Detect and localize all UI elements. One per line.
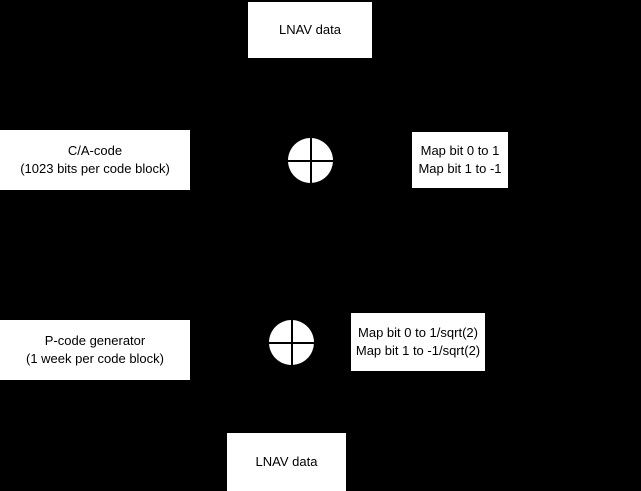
block-ca-code-line-1: C/A-code: [67, 143, 123, 159]
modulator-ca-crossed-circle-icon[interactable]: [288, 138, 333, 183]
block-lnav-data-top-line-1: LNAV data: [279, 22, 341, 38]
block-map-ca[interactable]: Map bit 0 to 1 Map bit 1 to -1: [412, 132, 508, 188]
block-ca-code-line-2: (1023 bits per code block): [20, 161, 170, 176]
block-map-p-line-1: Map bit 0 to 1/sqrt(2): [358, 325, 478, 341]
modulator-ca-vertical-bar: [309, 138, 312, 183]
modulator-p-vertical-bar: [290, 320, 293, 365]
modulator-p-crossed-circle-icon[interactable]: [269, 320, 314, 365]
block-map-p[interactable]: Map bit 0 to 1/sqrt(2) Map bit 1 to -1/s…: [351, 313, 485, 371]
block-lnav-data-bottom[interactable]: LNAV data: [227, 433, 346, 491]
block-p-code-line-2: (1 week per code block): [25, 351, 164, 366]
block-p-code-line-1: P-code generator: [44, 333, 146, 349]
block-p-code[interactable]: P-code generator (1 week per code block): [0, 320, 190, 380]
block-lnav-data-top[interactable]: LNAV data: [248, 2, 372, 58]
block-map-ca-line-1: Map bit 0 to 1: [420, 143, 500, 159]
block-map-ca-line-2: Map bit 1 to -1: [418, 161, 502, 176]
block-ca-code[interactable]: C/A-code (1023 bits per code block): [0, 130, 190, 190]
block-lnav-data-bottom-line-1: LNAV data: [255, 454, 318, 470]
block-map-p-line-2: Map bit 1 to -1/sqrt(2): [355, 343, 481, 358]
